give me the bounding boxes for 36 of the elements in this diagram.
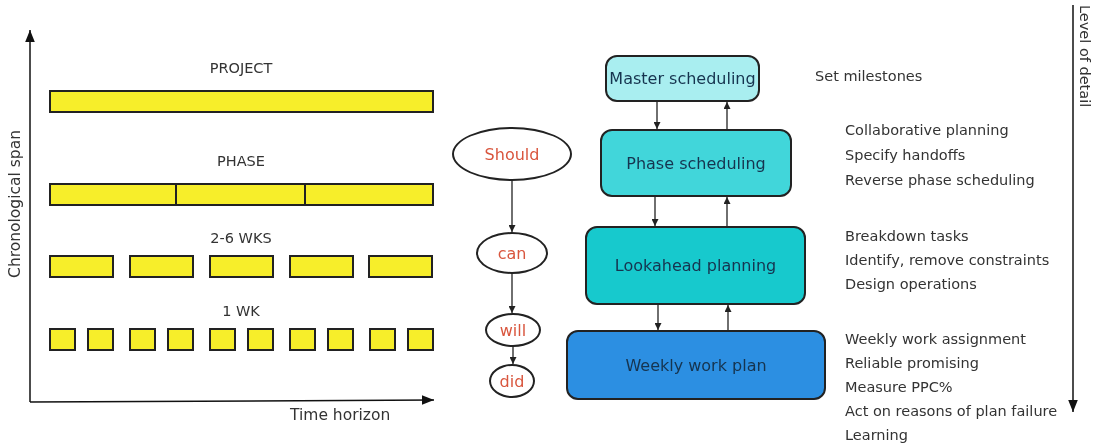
arrow xyxy=(508,180,516,233)
arrow xyxy=(651,196,659,227)
row-label: 1 WK xyxy=(221,303,261,319)
activity-text: Identify, remove constraints xyxy=(845,252,1050,268)
axis-label: Chronological span xyxy=(6,130,24,278)
row-label: PROJECT xyxy=(208,60,274,76)
ellipse-node: Should xyxy=(452,127,572,181)
process-box: Weekly work plan xyxy=(566,330,826,400)
row-label: 2-6 WKS xyxy=(209,230,273,246)
arrow xyxy=(653,101,661,130)
activity-text: Act on reasons of plan failure xyxy=(845,403,1058,419)
ellipse-node: will xyxy=(485,313,541,347)
activity-text: Specify handoffs xyxy=(845,147,966,163)
axis-label: Level of detail xyxy=(1077,5,1093,108)
process-box: Lookahead planning xyxy=(585,226,806,305)
activity-text: Measure PPC% xyxy=(845,379,953,395)
row-label: PHASE xyxy=(216,153,266,169)
process-box: Phase scheduling xyxy=(600,129,792,197)
activity-text: Reliable promising xyxy=(845,355,979,371)
arrow xyxy=(654,304,662,331)
arrow xyxy=(508,273,516,314)
activity-text: Weekly work assignment xyxy=(845,331,1026,347)
ellipse-node: did xyxy=(489,364,535,398)
axis-label: Time horizon xyxy=(290,406,391,424)
ellipse-node: can xyxy=(476,232,548,274)
arrow xyxy=(723,101,731,130)
arrow xyxy=(509,346,517,365)
process-box: Master scheduling xyxy=(605,55,760,102)
activity-text: Set milestones xyxy=(815,68,923,84)
arrow xyxy=(723,196,731,227)
activity-text: Reverse phase scheduling xyxy=(845,172,1035,188)
activity-text: Breakdown tasks xyxy=(845,228,969,244)
activity-text: Design operations xyxy=(845,276,977,292)
arrow xyxy=(724,304,732,331)
activity-text: Learning xyxy=(845,427,908,443)
activity-text: Collaborative planning xyxy=(845,122,1009,138)
